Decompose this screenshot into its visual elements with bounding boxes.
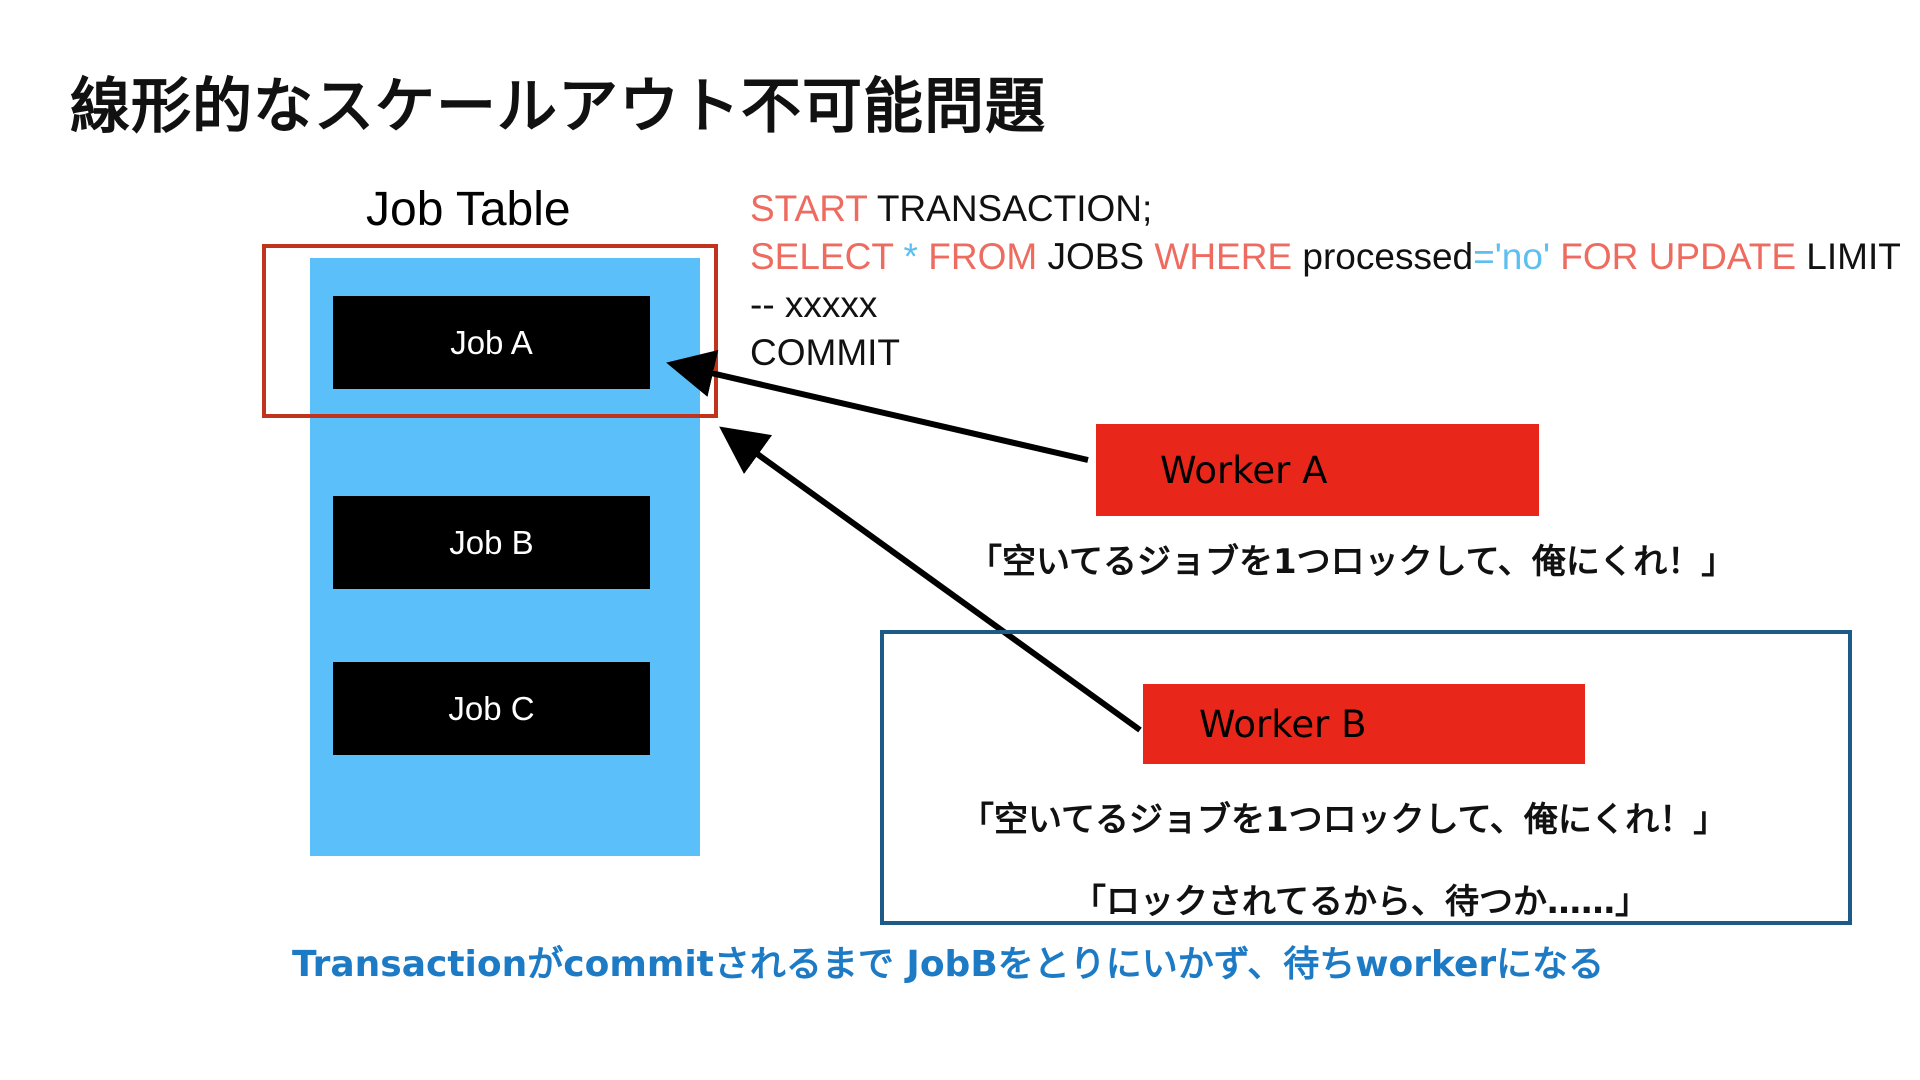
job-table-title: Job Table (366, 183, 571, 236)
sql-code: START TRANSACTION; SELECT * FROM JOBS WH… (750, 185, 1901, 377)
sql-line-2: SELECT * FROM JOBS WHERE processed='no' … (750, 233, 1901, 281)
sql-keyword: FROM (928, 236, 1038, 277)
worker-b-box: Worker B (1143, 684, 1585, 764)
bottom-note: Transactionがcommitされるまで JobBをとりにいかず、待ちwo… (292, 944, 1605, 985)
sql-text: processed (1292, 236, 1474, 277)
arrow-worker-b-to-job-a (719, 426, 1142, 733)
sql-text: TRANSACTION; (867, 188, 1153, 229)
slide-title: 線形的なスケールアウト不可能問題 (70, 72, 1046, 142)
sql-line-3: -- xxxxx (750, 284, 878, 325)
lock-highlight-box (262, 244, 718, 418)
job-b: Job B (333, 496, 650, 589)
job-c: Job C (333, 662, 650, 755)
worker-b-label: Worker B (1199, 702, 1367, 746)
sql-keyword: START (750, 188, 868, 229)
sql-operator: ='no' (1473, 236, 1551, 277)
job-a: Job A (333, 296, 650, 389)
sql-keyword: SELECT (750, 236, 894, 277)
arrow-worker-a-to-job-a (666, 350, 1089, 463)
worker-b-wait-quote: 「ロックされてるから、待つか……」 (1072, 882, 1649, 922)
worker-b-quote: 「空いてるジョブを1つロックして、俺にくれ！」 (960, 800, 1728, 840)
worker-a-quote: 「空いてるジョブを1つロックして、俺にくれ！」 (968, 542, 1736, 582)
sql-keyword: WHERE (1154, 236, 1293, 277)
waiting-highlight-box (880, 630, 1852, 925)
sql-text: JOBS (1037, 236, 1155, 277)
sql-keyword: FOR UPDATE (1550, 236, 1797, 277)
sql-line-1: START TRANSACTION; (750, 185, 1901, 233)
worker-a-box: Worker A (1096, 424, 1539, 516)
sql-operator: * (893, 236, 929, 277)
worker-a-label: Worker A (1160, 448, 1328, 492)
sql-text: LIMIT (1796, 236, 1901, 277)
sql-line-4: COMMIT (750, 332, 901, 373)
